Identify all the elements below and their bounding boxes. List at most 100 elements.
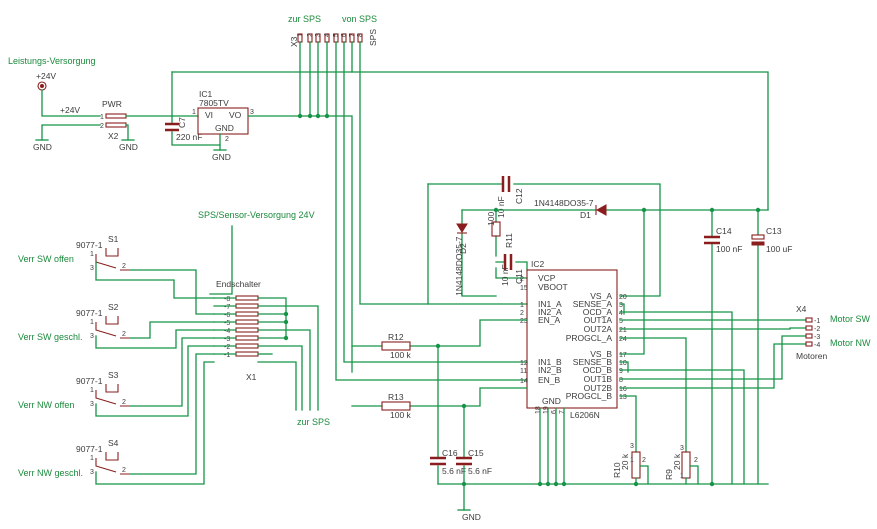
gnd-label-2: GND — [119, 142, 138, 152]
ic2-pin-name: IN2_B — [538, 365, 562, 375]
pwr-pin1-number: 1 — [100, 114, 104, 121]
ic2-pin-name: PROGCL_B — [566, 391, 613, 401]
d2-value: 1N4148DO35-7 — [454, 236, 464, 296]
x3-pin-number: 4 — [324, 33, 331, 37]
switch-label: S3 — [108, 370, 119, 380]
v24-wire-label: +24V — [60, 105, 80, 115]
wire-24v-bus — [343, 71, 769, 211]
r13-label: R13 — [388, 392, 404, 402]
switch-pin-number: 2 — [122, 331, 126, 338]
pwr-label: PWR — [102, 99, 122, 109]
c13-value: 100 uF — [766, 244, 792, 254]
pwr-pin2-number: 2 — [100, 123, 104, 130]
c15-value: 5.6 nF — [468, 466, 492, 476]
x4-pin-3 — [805, 333, 813, 339]
ic2-pin-number: 9 — [619, 368, 623, 375]
x1-pin-number: -8 — [224, 296, 230, 303]
endschalter-label: Endschalter — [216, 279, 261, 289]
c13-capacitor — [751, 234, 765, 240]
wire-out1b — [619, 335, 807, 380]
verr-nw-offen-label: Verr NW offen — [18, 400, 74, 410]
c12-label: C12 — [514, 188, 524, 204]
ic2-driver: IC2 L6206N GND VCP2VBOOT15IN1_A1IN2_A2EN… — [520, 259, 627, 420]
x1-pin-8 — [235, 295, 259, 301]
switch-pin-number: 3 — [90, 333, 94, 340]
pwr-connector-pin1 — [105, 113, 127, 119]
ic2-pin-number: 4 — [619, 310, 623, 317]
wire-x3-in2b — [343, 41, 528, 363]
c14-capacitor — [704, 235, 720, 245]
ic2-pin-number: 1 — [520, 302, 524, 309]
ic2-pin-number: 15 — [520, 285, 528, 292]
ic2-pin-name: IN1_A — [538, 299, 562, 309]
c11-capacitor — [503, 254, 513, 270]
von-sps-top-label: von SPS — [342, 14, 377, 24]
x1-pin-4 — [235, 327, 259, 333]
switch-pin-number: 3 — [90, 401, 94, 408]
r10-pin-b: 2 — [642, 457, 646, 464]
ic2-pin-name: EN_A — [538, 315, 561, 325]
gnd-label-1: GND — [33, 142, 52, 152]
gnd-label-4: GND — [462, 512, 481, 522]
ic1-label: IC1 — [199, 89, 213, 99]
wire-x3-in1b — [335, 41, 528, 381]
r12-resistor — [381, 341, 411, 351]
x4-label: X4 — [796, 304, 807, 314]
r9-pin-a: 1 — [680, 473, 684, 480]
x1-pin-number: -4 — [224, 328, 230, 335]
ic1-vi-pin: VI — [205, 110, 213, 120]
ic1-vo-pin: VO — [229, 110, 242, 120]
x1-pin-number: -7 — [224, 304, 230, 311]
ic1-regulator — [197, 107, 249, 135]
ic2-pin-name: SENSE_A — [573, 299, 613, 309]
x3-pin-number: 7 — [349, 33, 356, 37]
x3-pin-number: 5 — [333, 33, 340, 37]
switch-label: S2 — [108, 302, 119, 312]
ic1-pin-gnd: 2 — [225, 136, 229, 143]
ic2-pin-number: 23 — [520, 318, 528, 325]
r13-value: 100 k — [390, 410, 412, 420]
r9-value: 20 k — [672, 453, 682, 470]
switch-label: S4 — [108, 438, 119, 448]
ic2-pin-number: 10 — [619, 360, 627, 367]
ic2-pin-name: OUT2B — [584, 383, 613, 393]
motoren-label: Motoren — [796, 351, 827, 361]
wire-out2a — [619, 327, 807, 330]
ic2-pin-number: 3 — [619, 302, 623, 309]
switch-label: S1 — [108, 234, 119, 244]
ic2-label: IC2 — [531, 259, 545, 269]
x3-label: X3 — [289, 36, 299, 47]
x3-pin-number: 6 — [341, 33, 348, 37]
ic2-gnd-label: GND — [542, 396, 561, 406]
x1-pin-2 — [235, 343, 259, 349]
x3-pin-number: 3 — [315, 33, 322, 37]
charge-pump-section: C12 10 nF R11 100 C11 10 nF D2 1N4148DO3… — [427, 176, 769, 355]
switch-type: 9077-1 — [76, 376, 103, 386]
c15-capacitor — [456, 456, 472, 466]
sensor-section: SPS/Sensor-Versorgung 24V Endschalter -8… — [198, 210, 330, 427]
ic2-gnd-pin-number: 19 — [543, 406, 550, 414]
ic2-pin-name: OUT1A — [584, 315, 613, 325]
c11-value: 10 nF — [500, 264, 510, 286]
switch-pin-number: 1 — [90, 455, 94, 462]
ic2-pin-name: VS_B — [590, 349, 612, 359]
x2-label: X2 — [108, 131, 119, 141]
ic2-pin-number: 20 — [619, 294, 627, 301]
ic1-gnd-pin: GND — [215, 123, 234, 133]
zur-sps-bottom-label: zur SPS — [297, 417, 330, 427]
ic2-body — [526, 269, 618, 409]
c14-value: 100 nF — [716, 244, 742, 254]
ic2-pin-name: IN2_A — [538, 307, 562, 317]
x4-pin-4 — [805, 341, 813, 347]
x4-pin-number: -2 — [814, 326, 820, 333]
d1-value: 1N4148DO35-7 — [534, 198, 594, 208]
switch-pin-number: 3 — [90, 469, 94, 476]
d1-diode — [595, 204, 607, 216]
c12-value: 10 nF — [496, 196, 506, 218]
ic2-pin-number: 5 — [619, 318, 623, 325]
switch-pin-number: 2 — [122, 399, 126, 406]
x1-pin-number: -6 — [224, 312, 230, 319]
